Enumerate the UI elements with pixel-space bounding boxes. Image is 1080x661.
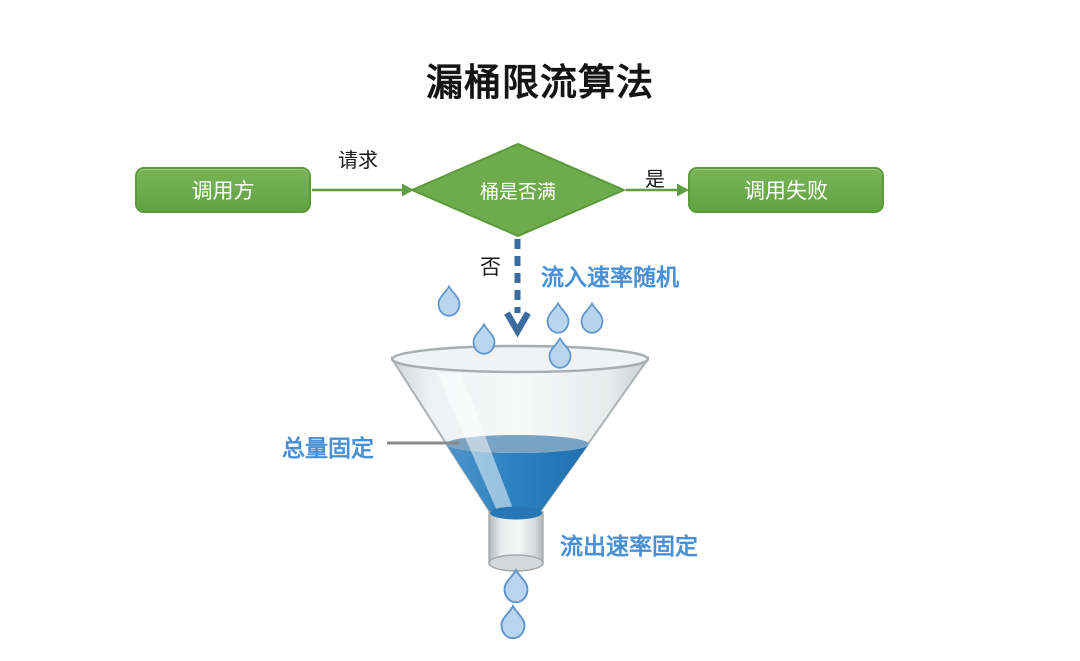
flow-node-caller: 调用方 [135,167,311,213]
water-drop-icon [503,569,529,604]
outflow-drops [500,569,529,640]
water-drop-icon [437,285,461,317]
spout-water-top [490,506,542,520]
request-arrow [312,183,414,197]
page-title: 漏桶限流算法 [426,63,654,104]
inflow-rate-label: 流入速率随机 [541,264,679,290]
decision-diamond-shape [409,142,627,238]
flow-node-fail: 调用失败 [688,167,884,213]
funnel-rim [390,344,650,374]
no-dashed-arrow [504,239,531,338]
flow-node-decision: 桶是否满 [412,144,624,236]
water-drop-icon [548,337,572,369]
funnel-highlight [437,373,514,511]
water-drop-icon [472,323,496,355]
capacity-label: 总量固定 [282,435,374,461]
water-drop-icon [500,605,526,640]
caller-label: 调用方 [191,179,255,203]
water-drop-icon [546,302,570,334]
outflow-rate-label: 流出速率固定 [560,533,698,559]
edge-label-yes: 是 [645,169,665,191]
decision-label: 桶是否满 [479,181,556,203]
edge-label-request: 请求 [338,150,378,172]
fail-label: 调用失败 [744,179,828,203]
yes-arrow [626,183,689,197]
edge-label-no: 否 [480,255,501,279]
funnel [390,344,650,572]
water-drop-icon [580,302,604,334]
